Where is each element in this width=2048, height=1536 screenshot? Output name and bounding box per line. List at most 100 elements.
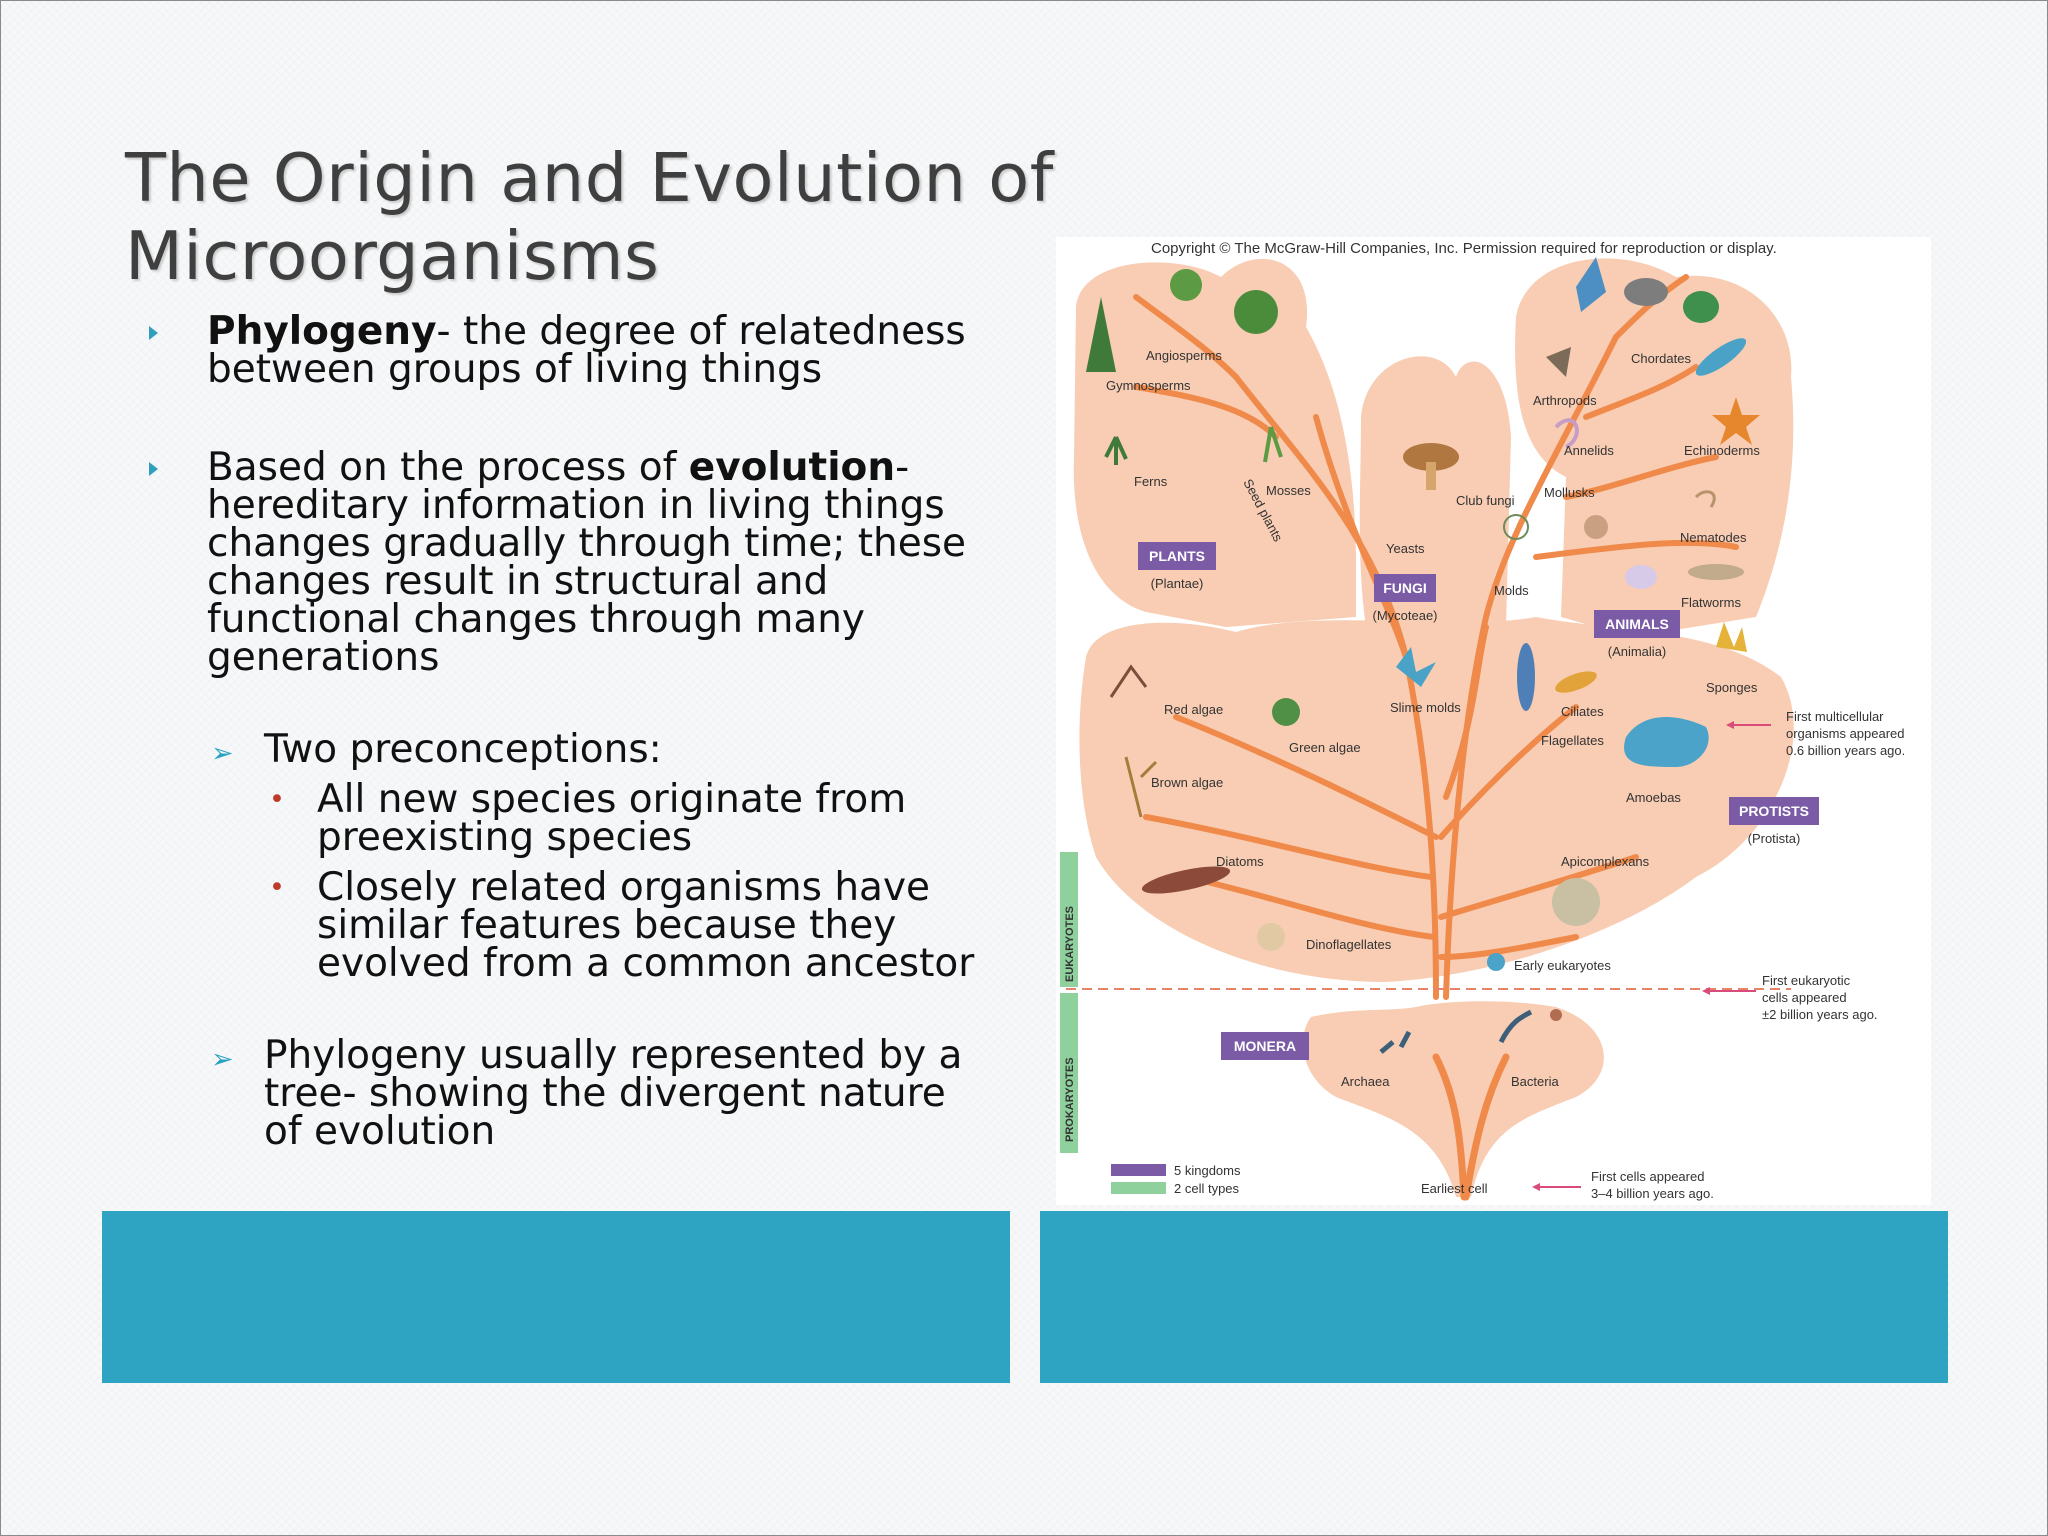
brown-algae-icon (1124, 756, 1158, 818)
term-evolution: evolution (688, 445, 896, 490)
protists-scientific: (Protista) (1748, 831, 1801, 846)
sponge-icon (1716, 622, 1747, 652)
bullet-phylogeny-text: - the degree of relatedness between grou… (207, 309, 966, 392)
sponges-label: Sponges (1706, 680, 1758, 695)
conifer-icon (1086, 297, 1116, 372)
footer-band-right (1040, 1211, 1948, 1383)
bacteria-icon (1498, 1009, 1533, 1044)
club-fungi-label: Club fungi (1456, 493, 1515, 508)
annelid-icon (1554, 418, 1579, 449)
copyright-text: Copyright © The McGraw-Hill Companies, I… (1151, 240, 1777, 257)
fungi-kingdom-box (1374, 574, 1436, 602)
flagellates-label: Flagellates (1541, 733, 1604, 748)
monera-label: MONERA (1234, 1038, 1296, 1054)
dot-bullet-icon: • (269, 784, 285, 815)
prokaryotes-label: PROKARYOTES (1064, 1057, 1076, 1142)
starfish-icon (1712, 397, 1760, 445)
nematodes-label: Nematodes (1680, 530, 1747, 545)
animals-label: ANIMALS (1605, 616, 1669, 632)
sub-bullet-tree-text: Phylogeny usually represented by a tree-… (264, 1033, 963, 1154)
diatoms-label: Diatoms (1216, 854, 1264, 869)
flatworms-label: Flatworms (1681, 595, 1741, 610)
eukaryotic-arrowhead-icon (1702, 987, 1710, 995)
early-eukaryote-icon (1487, 953, 1505, 971)
ferns-label: Ferns (1134, 474, 1168, 489)
preconception-item-2: • Closely related organisms have similar… (149, 868, 989, 983)
green-algae-label: Green algae (1289, 740, 1361, 755)
eukaryotic-note-2: cells appeared (1762, 990, 1847, 1005)
bacteria-label: Bacteria (1511, 1074, 1559, 1089)
triangle-bullet-icon (149, 326, 158, 340)
apicomplexan-icon (1552, 878, 1600, 926)
chordates-label: Chordates (1631, 351, 1691, 366)
mosses-label: Mosses (1266, 483, 1311, 498)
bird-icon (1576, 257, 1606, 312)
bullet-evolution: Based on the process of evolution- hered… (149, 448, 989, 677)
first-cells-note-2: 3–4 billion years ago. (1591, 1186, 1714, 1201)
slime-mold-icon (1396, 647, 1436, 687)
mushroom-stem-icon (1426, 462, 1436, 490)
archaea-icon (1379, 1030, 1412, 1054)
early-eukaryotes-label: Early eukaryotes (1514, 958, 1611, 973)
mold-icon (1503, 514, 1529, 540)
snail-icon (1584, 515, 1608, 539)
plants-region (1073, 258, 1356, 627)
angiosperms-label: Angiosperms (1146, 348, 1222, 363)
ciliates-label: Ciliates (1561, 704, 1604, 719)
tree-icon (1234, 290, 1278, 334)
mammal-icon (1624, 278, 1668, 306)
red-algae-label: Red algae (1164, 702, 1223, 717)
protists-region (1079, 617, 1794, 982)
preconception-item-2-text: Closely related organisms have similar f… (317, 865, 975, 986)
legend-kingdoms-swatch (1111, 1164, 1166, 1176)
bullet-evolution-lead: Based on the process of (207, 445, 689, 490)
annelids-label: Annelids (1564, 443, 1614, 458)
arthropod-icon (1546, 347, 1571, 377)
protists-label: PROTISTS (1739, 803, 1809, 819)
earliest-cell-label: Earliest cell (1421, 1181, 1488, 1196)
diatom-icon (1141, 866, 1231, 894)
plants-kingdom-box (1138, 542, 1216, 570)
fungi-region (1359, 356, 1511, 627)
dot-bullet-icon: • (269, 872, 285, 903)
monera-branches (1432, 1053, 1510, 1201)
gymnosperms-label: Gymnosperms (1106, 378, 1191, 393)
fungi-scientific: (Mycoteae) (1372, 608, 1437, 623)
bullet-phylogeny: Phylogeny- the degree of relatedness bet… (149, 312, 989, 389)
first-cells-arrowhead-icon (1532, 1183, 1540, 1191)
protists-kingdom-box (1729, 797, 1819, 825)
flagellate-icon (1517, 643, 1535, 711)
sub-bullet-preconceptions-text: Two preconceptions: (264, 727, 662, 772)
yeasts-label: Yeasts (1386, 541, 1425, 556)
echinoderms-label: Echinoderms (1684, 443, 1760, 458)
footer-band-left (102, 1211, 1010, 1383)
mushroom-icon (1403, 443, 1459, 471)
flatworm-icon (1688, 564, 1744, 580)
frog-icon (1683, 291, 1719, 323)
prokaryotes-bar (1060, 993, 1078, 1153)
tree-diagram: Copyright © The McGraw-Hill Companies, I… (1060, 240, 1905, 1201)
ciliate-icon (1555, 671, 1597, 693)
amoebas-label: Amoebas (1626, 790, 1681, 805)
monera-kingdom-box (1221, 1032, 1309, 1060)
first-cells-note-1: First cells appeared (1591, 1169, 1704, 1184)
amoeba-icon (1624, 717, 1709, 767)
green-algae-icon (1272, 698, 1300, 726)
eukaryotic-note-1: First eukaryotic (1762, 973, 1851, 988)
bacteria-cluster-icon (1550, 1009, 1562, 1021)
fungi-label: FUNGI (1383, 580, 1427, 596)
slime-molds-label: Slime molds (1390, 700, 1461, 715)
nematode-icon (1694, 490, 1716, 508)
fish-icon (1695, 338, 1747, 376)
palm-tree-icon (1170, 269, 1202, 301)
animals-scientific: (Animalia) (1608, 644, 1667, 659)
eukaryotes-label: EUKARYOTES (1064, 906, 1076, 982)
term-phylogeny: Phylogeny (207, 309, 437, 354)
phylogenetic-tree-figure: Copyright © The McGraw-Hill Companies, I… (1056, 237, 1931, 1205)
timeline-notes: First multicellular organisms appeared 0… (1532, 709, 1905, 1201)
multicellular-arrowhead-icon (1726, 721, 1734, 729)
legend-kingdoms-label: 5 kingdoms (1174, 1163, 1241, 1178)
brown-algae-label: Brown algae (1151, 775, 1223, 790)
triangle-bullet-icon (149, 462, 158, 476)
